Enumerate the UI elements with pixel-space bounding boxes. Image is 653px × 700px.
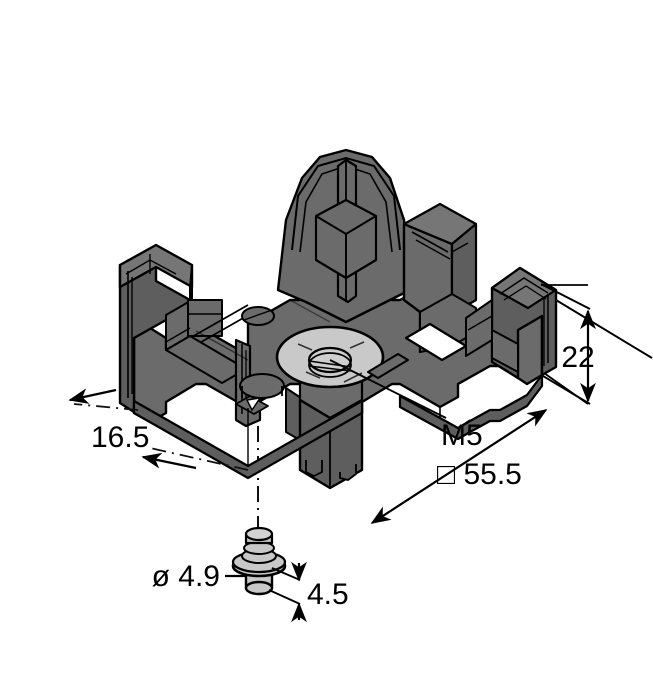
rivet-head-top [244,526,274,542]
bracket-body [118,148,558,490]
rib-right-strip [367,353,409,379]
dimension-label-offset: 16.5 [91,421,149,454]
dimension-label-square: □ 55.5 [437,458,522,491]
plate-skirt-left [132,399,364,480]
dimension-stud-diameter: ø 4.9 [152,560,246,593]
snap-rivet-detail [231,526,287,596]
rivet-shank-bottom [244,580,274,596]
dimension-square-555: □ 55.5 [370,299,653,524]
dimension-label-height: 22 [561,341,594,374]
clip-front-left [234,338,285,428]
dimension-label-stud-diameter: ø 4.9 [152,560,220,593]
dimension-label-thread: M5 [441,419,483,452]
dimension-stud-length: 4.5 [268,561,349,623]
tab-right-back [402,202,478,362]
deck-shading [195,299,331,361]
m5-leader-line [329,359,447,419]
dimension-offset-165: 16.5 [68,388,249,471]
thread-helix-1 [308,352,352,378]
locating-hole [241,306,275,326]
dimension-label-stud-length: 4.5 [307,578,349,611]
dimension-height-22: 22 [540,283,596,405]
tab-right-corner [465,266,558,380]
fin-back-center [276,148,412,324]
